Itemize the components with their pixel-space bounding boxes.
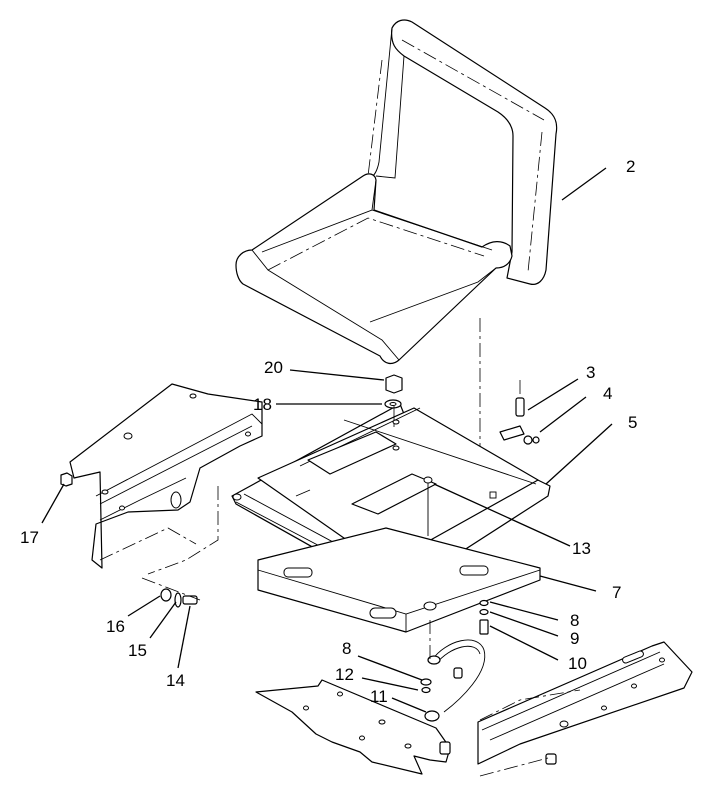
callout-3: 3: [586, 363, 595, 382]
bottom-pan: [255, 679, 451, 775]
callout-7: 7: [612, 583, 621, 602]
seat-switch-harness: [420, 620, 486, 722]
callout-12: 12: [335, 665, 354, 684]
callout-18: 18: [253, 395, 272, 414]
right-hardware: [479, 599, 489, 635]
callout-4: 4: [603, 384, 612, 403]
callout-8b: 8: [342, 639, 351, 658]
latch-pin: [499, 380, 540, 445]
leader-lines: [41, 167, 613, 713]
right-side-bracket: [477, 641, 693, 777]
callout-2: 2: [626, 157, 635, 176]
callout-15: 15: [128, 641, 147, 660]
callout-9: 9: [570, 629, 579, 648]
callout-5: 5: [628, 413, 637, 432]
callout-16: 16: [106, 617, 125, 636]
left-hardware: [60, 472, 201, 608]
callout-labels: 2 3 4 5 7 8 9 10 13 20 18 17 16 15 14 8 …: [20, 157, 637, 706]
nut-washer-stack: [384, 374, 403, 430]
seat: [235, 19, 558, 458]
seat-slide-frame: [231, 403, 551, 595]
callout-13: 13: [572, 539, 591, 558]
left-side-bracket: [69, 383, 263, 575]
cushion-pad: [257, 527, 541, 633]
callout-17: 17: [20, 528, 39, 547]
callout-8a: 8: [570, 611, 579, 630]
callout-14: 14: [166, 671, 185, 690]
callout-20: 20: [264, 358, 283, 377]
callout-11: 11: [370, 687, 388, 706]
callout-10: 10: [568, 654, 587, 673]
